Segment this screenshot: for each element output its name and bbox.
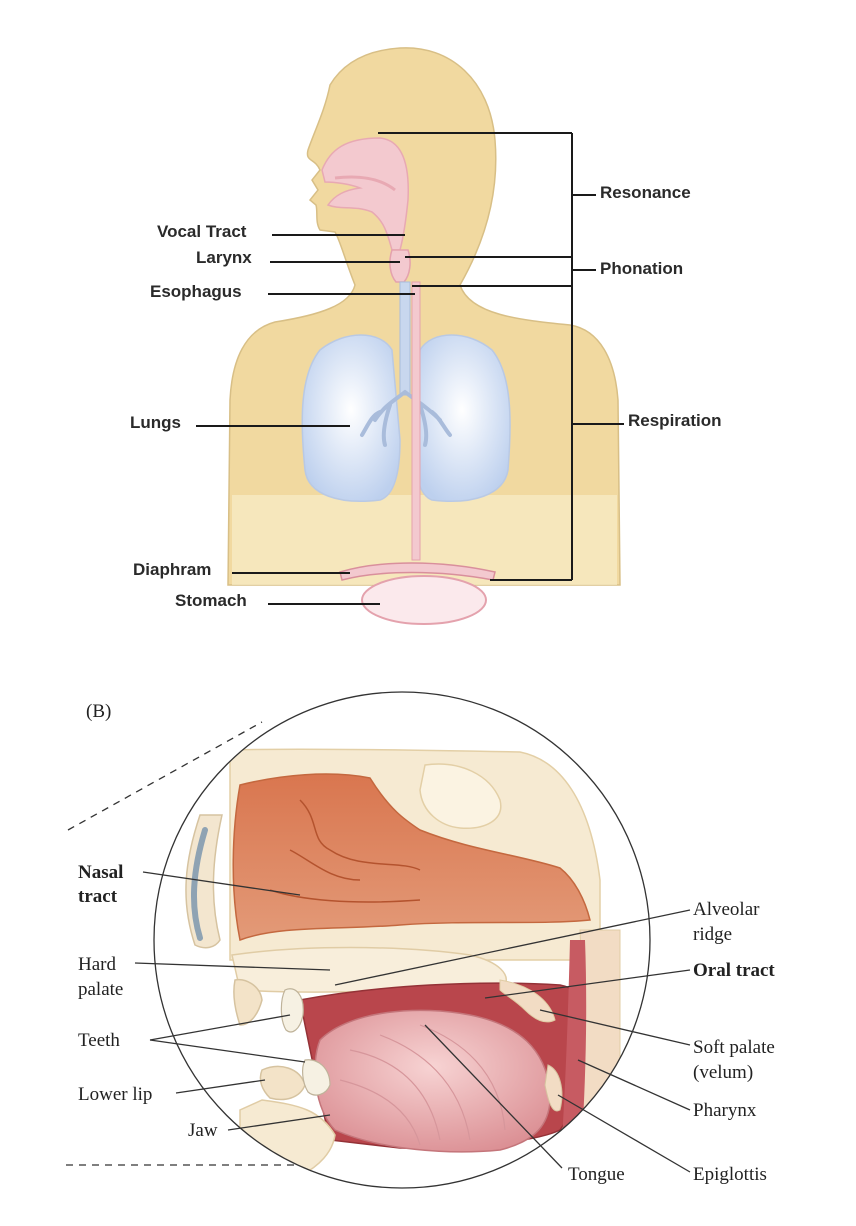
label-pharynx: Pharynx [693,1100,757,1121]
bronchi [360,390,452,447]
label-epiglottis: Epiglottis [693,1164,767,1185]
label-nasal-tract-2: tract [78,886,118,907]
label-stomach: Stomach [175,591,247,610]
leader-lower-lip [175,1079,266,1094]
soft-palate-shape [499,979,556,1023]
trachea [399,281,411,396]
label-tongue: Tongue [568,1164,625,1185]
label-lungs: Lungs [130,413,181,432]
label-lower-lip: Lower lip [78,1084,152,1105]
leader-epiglottis [557,1094,691,1173]
panel-label-b: (B) [86,701,111,722]
tongue-shape [314,1009,551,1153]
larynx-shape [389,249,411,283]
leader-teeth-upper [149,1014,291,1041]
sinus-cavity [419,763,502,829]
label-resonance: Resonance [600,183,691,202]
label-jaw: Jaw [188,1120,218,1141]
label-diaphram: Diaphram [133,560,211,579]
label-nasal-tract-1: Nasal [78,862,123,883]
label-vocal-tract: Vocal Tract [157,222,247,241]
label-respiration: Respiration [628,411,722,430]
label-larynx: Larynx [196,248,252,267]
leader-tongue [424,1024,563,1169]
figure-a-respiratory-system: Vocal Tract Larynx Esophagus Lungs Diaph… [130,47,722,625]
upper-tooth [280,988,304,1033]
hard-palate-bone [231,946,507,993]
label-alveolar-ridge-1: Alveolar [693,899,760,920]
leader-pharynx [577,1059,691,1111]
label-esophagus: Esophagus [150,282,242,301]
label-alveolar-ridge-2: ridge [693,924,732,945]
leader-alveolar-ridge [334,909,691,986]
label-hard-palate-1: Hard [78,954,116,975]
leader-nasal-tract [142,871,301,896]
label-teeth: Teeth [78,1030,120,1051]
tongue-fibers [339,1024,506,1146]
zoom-line-top [67,721,263,831]
nasal-bone-strip [191,827,208,941]
zoom-circle-outline [153,691,651,1189]
label-hard-palate-2: palate [78,979,123,1000]
stomach-shape [361,575,487,625]
function-bracket [378,132,624,581]
figure-b-vocal-tract-detail: (B) [66,691,775,1189]
leader-soft-palate [539,1009,691,1046]
leader-oral-tract [484,969,691,999]
right-lung [413,334,511,502]
left-lung [301,334,401,502]
esophagus-tube [411,281,421,561]
epiglottis-shape [544,1064,563,1112]
leader-hard-palate [134,962,331,971]
leader-teeth-lower [149,1039,306,1063]
lower-tooth [302,1059,331,1096]
lower-lip-shape [259,1065,306,1101]
palate-line [334,175,396,192]
nasal-tract-tissue [232,773,591,942]
label-soft-palate-1: Soft palate [693,1037,775,1058]
upper-lip [233,978,263,1026]
leader-jaw [227,1114,331,1131]
turbinate-lines [269,799,421,903]
label-phonation: Phonation [600,259,683,278]
nasal-oral-cavity [321,137,409,251]
zoom-circle-content [154,692,650,1188]
label-soft-palate-2: (velum) [693,1062,753,1083]
label-oral-tract: Oral tract [693,960,775,981]
